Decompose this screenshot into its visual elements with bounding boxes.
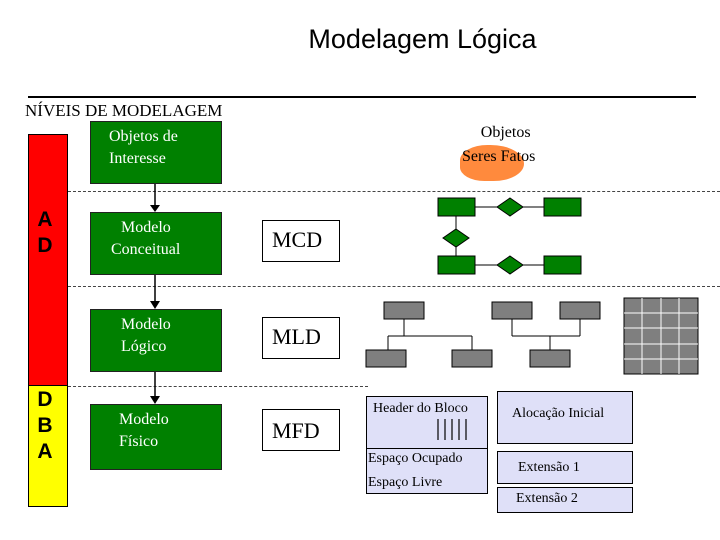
separator-3 — [68, 386, 368, 387]
box-line: Modelo — [119, 411, 169, 428]
er-diagram-icon — [437, 197, 582, 275]
flow-arrows — [150, 184, 160, 404]
objects-blob — [460, 145, 524, 181]
arrow-down-icon — [150, 275, 160, 309]
dba-letter-a: A — [37, 440, 53, 463]
box-line: Físico — [119, 433, 159, 450]
extension-2-box: Extensão 2 — [497, 487, 633, 513]
objects-line: Objetos — [480, 124, 531, 141]
occupied-space-label: Espaço Ocupado — [368, 451, 463, 466]
title-rule — [28, 96, 696, 98]
dba-letter-d: D — [37, 388, 53, 411]
arrow-down-icon — [150, 372, 160, 404]
conceptual-model-box: Modelo Conceitual — [90, 212, 222, 275]
free-space-label: Espaço Livre — [368, 475, 443, 490]
dba-letter-b: B — [37, 414, 53, 437]
dba-bar — [28, 385, 68, 507]
separator-1 — [68, 191, 720, 192]
block-divider — [366, 448, 488, 449]
objects-of-interest-box: Objetos de Interesse — [90, 121, 222, 184]
arrow-down-icon — [150, 184, 160, 212]
mld-label: MLD — [272, 324, 321, 349]
box-line: Lógico — [121, 338, 167, 355]
mfd-label: MFD — [272, 418, 320, 443]
ad-letter-a: A — [37, 208, 53, 231]
logical-model-box: Modelo Lógico — [90, 309, 222, 372]
initial-allocation-box: Alocação Inicial — [497, 391, 633, 444]
block-header-label: Header do Bloco — [373, 401, 468, 416]
mcd-label: MCD — [272, 227, 323, 252]
table-grid-icon — [623, 297, 699, 375]
block-structure: Header do Bloco — [366, 396, 488, 494]
mld-box: MLD — [262, 317, 340, 359]
ad-bar — [28, 134, 68, 386]
logical-structures-icon — [365, 301, 601, 368]
extension-1-label: Extensão 1 — [518, 460, 580, 475]
page-title: Modelagem Lógica — [308, 24, 537, 54]
initial-allocation-label: Alocação Inicial — [512, 406, 605, 421]
ad-letter-d: D — [37, 234, 53, 257]
physical-model-box: Modelo Físico — [90, 404, 222, 470]
mcd-box: MCD — [262, 220, 340, 262]
extension-1-box: Extensão 1 — [497, 451, 633, 484]
box-line: Modelo — [121, 219, 171, 236]
objects-line: Seres Fatos — [462, 148, 536, 165]
extension-2-label: Extensão 2 — [516, 491, 578, 506]
mfd-box: MFD — [262, 409, 340, 451]
separator-2 — [68, 286, 720, 287]
objects-label: Objetos Seres Fatos — [462, 121, 535, 169]
block-bars-icon — [437, 419, 467, 440]
box-line: Modelo — [121, 316, 171, 333]
box-line: Objetos de — [109, 128, 178, 145]
levels-label: NÍVEIS DE MODELAGEM — [25, 101, 223, 120]
box-line: Interesse — [109, 150, 166, 167]
box-line: Conceitual — [111, 241, 181, 258]
